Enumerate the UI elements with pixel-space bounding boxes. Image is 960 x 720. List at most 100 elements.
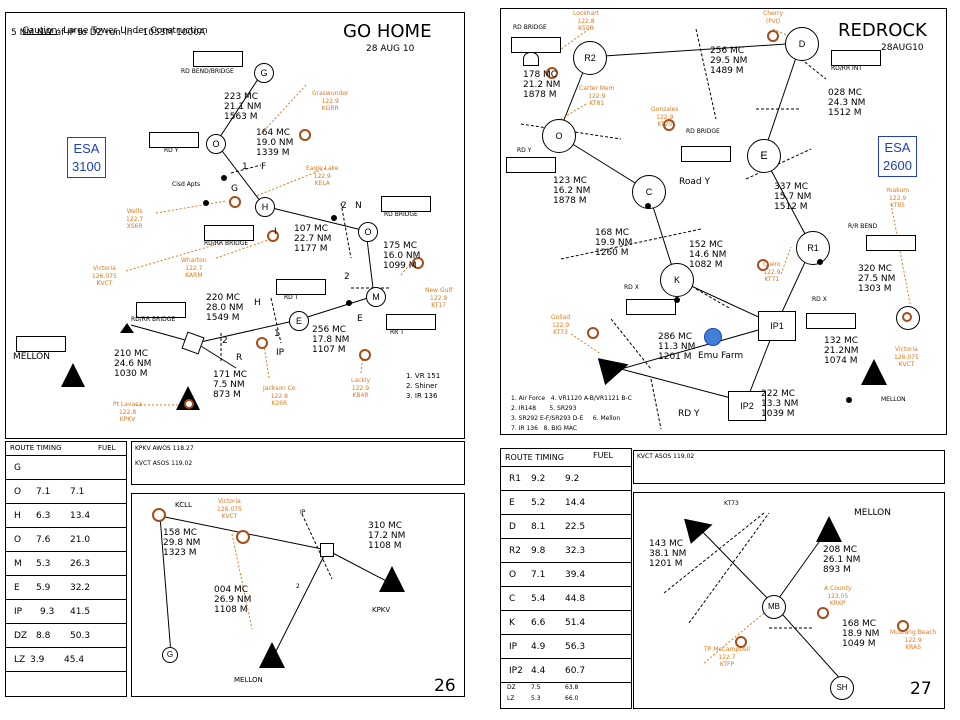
leg-info: 220 MC 28.0 NM 1549 M [206, 293, 244, 323]
photo-box [866, 235, 916, 251]
note-line: 1. VR 151 [406, 372, 441, 380]
timing-header: ROUTE TIMING [505, 453, 564, 462]
airfield-marker [299, 129, 311, 141]
timing-header: ROUTE TIMING [10, 444, 62, 452]
note-line: 3. IR 136 [406, 392, 438, 400]
page-27-date: 28AUG10 [881, 43, 924, 53]
obstacle-dot [846, 397, 852, 403]
leg-info: 028 MC 24.3 NM 1512 M [828, 88, 866, 118]
waypoint-o2[interactable]: O [358, 222, 378, 242]
mini-waypoint-mb[interactable]: MB [762, 595, 786, 619]
photo-box [136, 302, 186, 318]
place-label: RD T [284, 294, 299, 301]
mini-map-26: KCLL Victoria 126.075 KVCT 158 MC 29.8 N… [131, 493, 465, 697]
place-label: RD Y [164, 147, 179, 154]
airfield-label: Lockhart 122.8 K50R [573, 10, 599, 32]
tick-label: R [236, 353, 243, 363]
leg-info: 152 MC 14.6 NM 1082 M [689, 240, 727, 270]
mini-mellon-triangle [259, 642, 285, 668]
obstacle-dot [645, 203, 651, 209]
waypoint-r2[interactable]: R2 [573, 41, 607, 75]
page-26-route-lines [125, 72, 412, 406]
tick-label: G [231, 184, 238, 194]
waypoint-ip2[interactable]: IP2 [728, 391, 766, 421]
obstacle-dot [221, 175, 227, 181]
page-27-map: REDROCK 28AUG10 ESA 2600 RD BRIDGE RD/RR… [500, 8, 947, 435]
waypoint-h[interactable]: H [255, 197, 275, 217]
place-label: RD BRIDGE [384, 211, 418, 218]
waypoint-o[interactable]: O [542, 119, 576, 153]
awos-line: KVCT ASOS 119.02 [135, 460, 193, 467]
photo-box [806, 313, 856, 329]
airfield-label: Victoria 126.075 KVCT [894, 346, 919, 368]
photo-box [626, 299, 676, 315]
airfield-label: Lackly 122.9 KB4R [351, 377, 371, 399]
obstacle-dot [674, 297, 680, 303]
place-label: RD BRIDGE [686, 128, 720, 135]
caution-text: : Large Tower Under Construction [57, 25, 208, 36]
leg-info: 223 MC 21.1 NM 1563 M [224, 92, 262, 122]
photo-box [16, 336, 66, 352]
esa-value: 2600 [883, 157, 912, 173]
tick-label: 2 [341, 201, 347, 211]
airfield-label: Cuero 122.9 KT71 [763, 261, 781, 283]
waypoint-r1[interactable]: R1 [796, 231, 830, 265]
page-number-26: 26 [434, 676, 456, 696]
place-label: Road Y [679, 177, 710, 187]
waypoint-ip1[interactable]: IP1 [758, 311, 796, 341]
awos-box-27: KVCT ASOS 119.02 [633, 450, 945, 484]
waypoint-m[interactable]: M [366, 287, 386, 307]
mini-waypoint-sh[interactable]: SH [830, 676, 854, 700]
mini-label: IP [300, 509, 306, 516]
place-label: RD Y [517, 147, 532, 154]
photo-box [681, 146, 731, 162]
place-label: RD/RR BRIDGE [131, 316, 176, 323]
caution-label: Caution [22, 25, 58, 36]
leg-info: 320 MC 27.5 NM 1303 M [858, 264, 896, 294]
airfield-marker [229, 196, 241, 208]
mini-waypoint-g[interactable]: G [162, 647, 178, 663]
mellon-triangle-inner [69, 377, 75, 383]
waypoint-e[interactable]: E [289, 311, 309, 331]
airfield-label: New Gulf 122.9 KT17 [425, 287, 453, 309]
waypoint-e[interactable]: E [747, 139, 781, 173]
chevron-marker [120, 323, 134, 333]
photo-box [204, 225, 254, 241]
mini-airfield-marker [817, 607, 829, 619]
mini-airfield-marker [152, 508, 166, 522]
airfield-label: Carter Mem 122.9 KT81 [579, 85, 615, 107]
airfield-label: Jackson Co 122.8 K26R [263, 385, 296, 407]
waypoint-g[interactable]: G [254, 63, 274, 83]
tick-label: H [254, 298, 261, 308]
place-label: RD/RR INT [831, 65, 862, 72]
leg-info: 168 MC 19.9 NM 1260 M [595, 228, 633, 258]
waypoint-d[interactable]: D [785, 27, 819, 61]
leg-info: 337 MC 15.7 NM 1512 M [774, 182, 812, 212]
place-label: RR T [390, 329, 404, 336]
page-26-esa-box: ESA 3100 [67, 137, 106, 179]
note-line: 1. Air Force 4. VR1120 A-B/VR1121 B-C [511, 395, 632, 402]
airfield-marker [412, 257, 424, 269]
place-label: RD X [812, 296, 827, 303]
airfield-label: Wells 122.7 XS6R [126, 208, 144, 230]
place-label: RD BEND/BRIDGE [181, 68, 234, 75]
leg-info: 256 MC 29.5 NM 1489 M [710, 46, 748, 76]
esa-label: ESA [884, 140, 911, 155]
waypoint-k[interactable]: K [660, 263, 694, 297]
timing-row: G [6, 456, 126, 480]
airfield-marker [587, 327, 599, 339]
obstacle-dot [331, 215, 337, 221]
waypoint-o[interactable]: O [206, 134, 226, 154]
